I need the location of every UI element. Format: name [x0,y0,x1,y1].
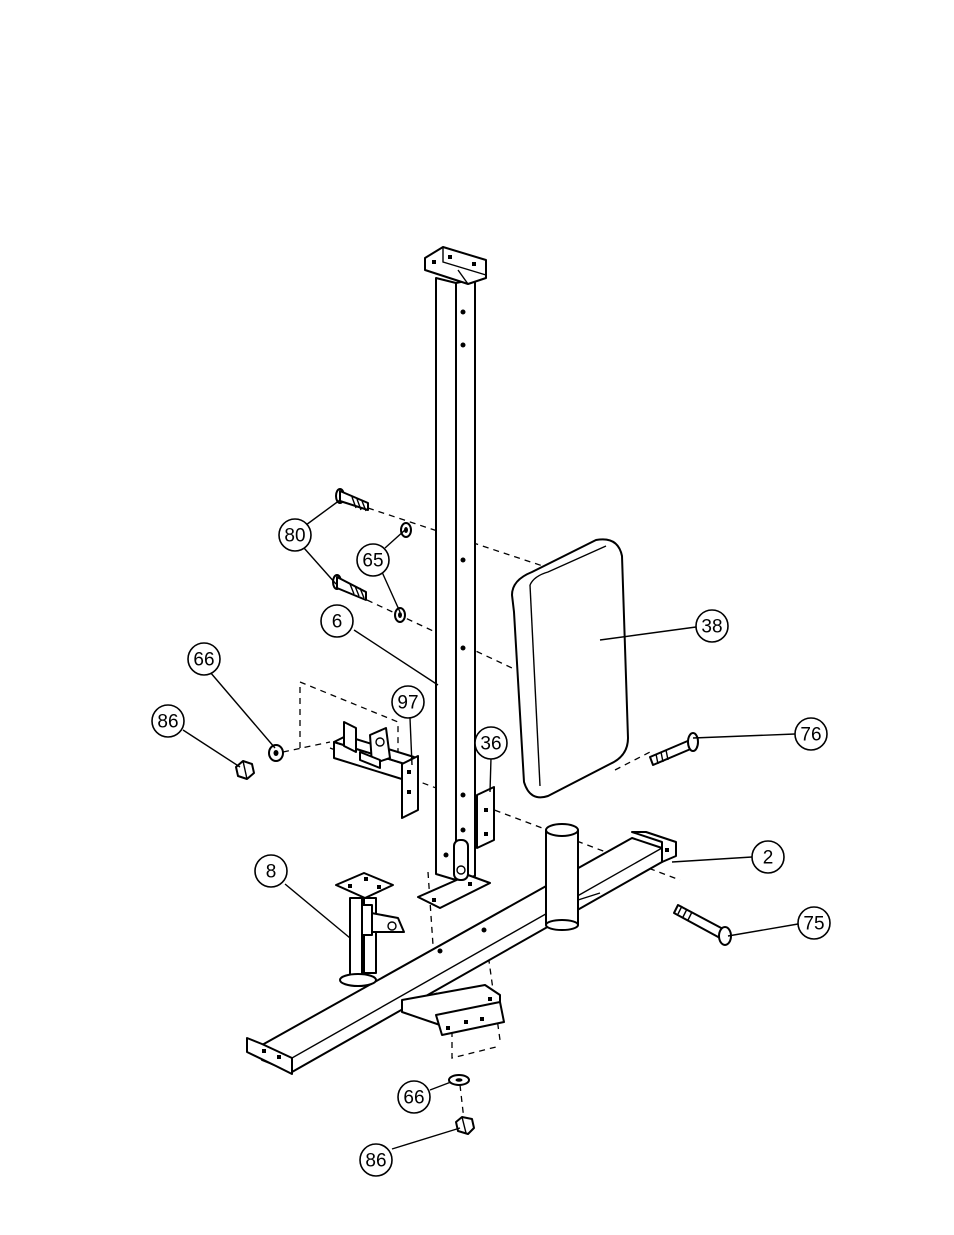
callout-8-label: 8 [266,862,277,883]
callout-76-label: 76 [800,725,821,746]
callout-65-label: 65 [362,551,383,572]
callout-86-lower: 86 [360,1144,392,1176]
callout-38-label: 38 [701,617,722,638]
callout-66-lower-label: 66 [403,1088,424,1109]
callout-36-label: 36 [480,734,501,755]
nut-86-upper [236,761,254,779]
callout-86-upper: 86 [152,705,184,737]
bolt-76 [650,733,698,765]
callout-76: 76 [795,718,827,750]
callout-75-label: 75 [803,914,824,935]
callout-66-lower: 66 [398,1081,430,1113]
callout-97: 97 [392,686,424,718]
callout-6: 6 [321,605,353,637]
bolt-75 [674,905,731,945]
callout-66-upper-label: 66 [193,650,214,671]
bolt-80-upper [336,489,368,511]
callout-65: 65 [357,544,389,576]
callout-80-label: 80 [284,526,305,547]
callout-2: 2 [752,841,784,873]
callout-97-label: 97 [397,693,418,714]
callout-75: 75 [798,907,830,939]
nut-86-lower [456,1117,474,1134]
washer-66-lower [449,1075,469,1085]
callout-2-label: 2 [763,848,774,869]
carriage-bracket [334,722,418,818]
bolt-80-lower [333,575,366,600]
callout-66-upper: 66 [188,643,220,675]
callout-80: 80 [279,519,311,551]
callout-38: 38 [696,610,728,642]
washer-65-upper [401,523,411,537]
back-pad-cushion [512,539,628,797]
washer-65-lower [395,608,405,622]
washer-66-upper [269,745,283,761]
callout-86-upper-label: 86 [157,712,178,733]
callout-6-label: 6 [332,612,343,633]
front-support-bracket [336,873,404,986]
callout-8: 8 [255,855,287,887]
callout-36: 36 [475,727,507,759]
callout-86-lower-label: 86 [365,1151,386,1172]
